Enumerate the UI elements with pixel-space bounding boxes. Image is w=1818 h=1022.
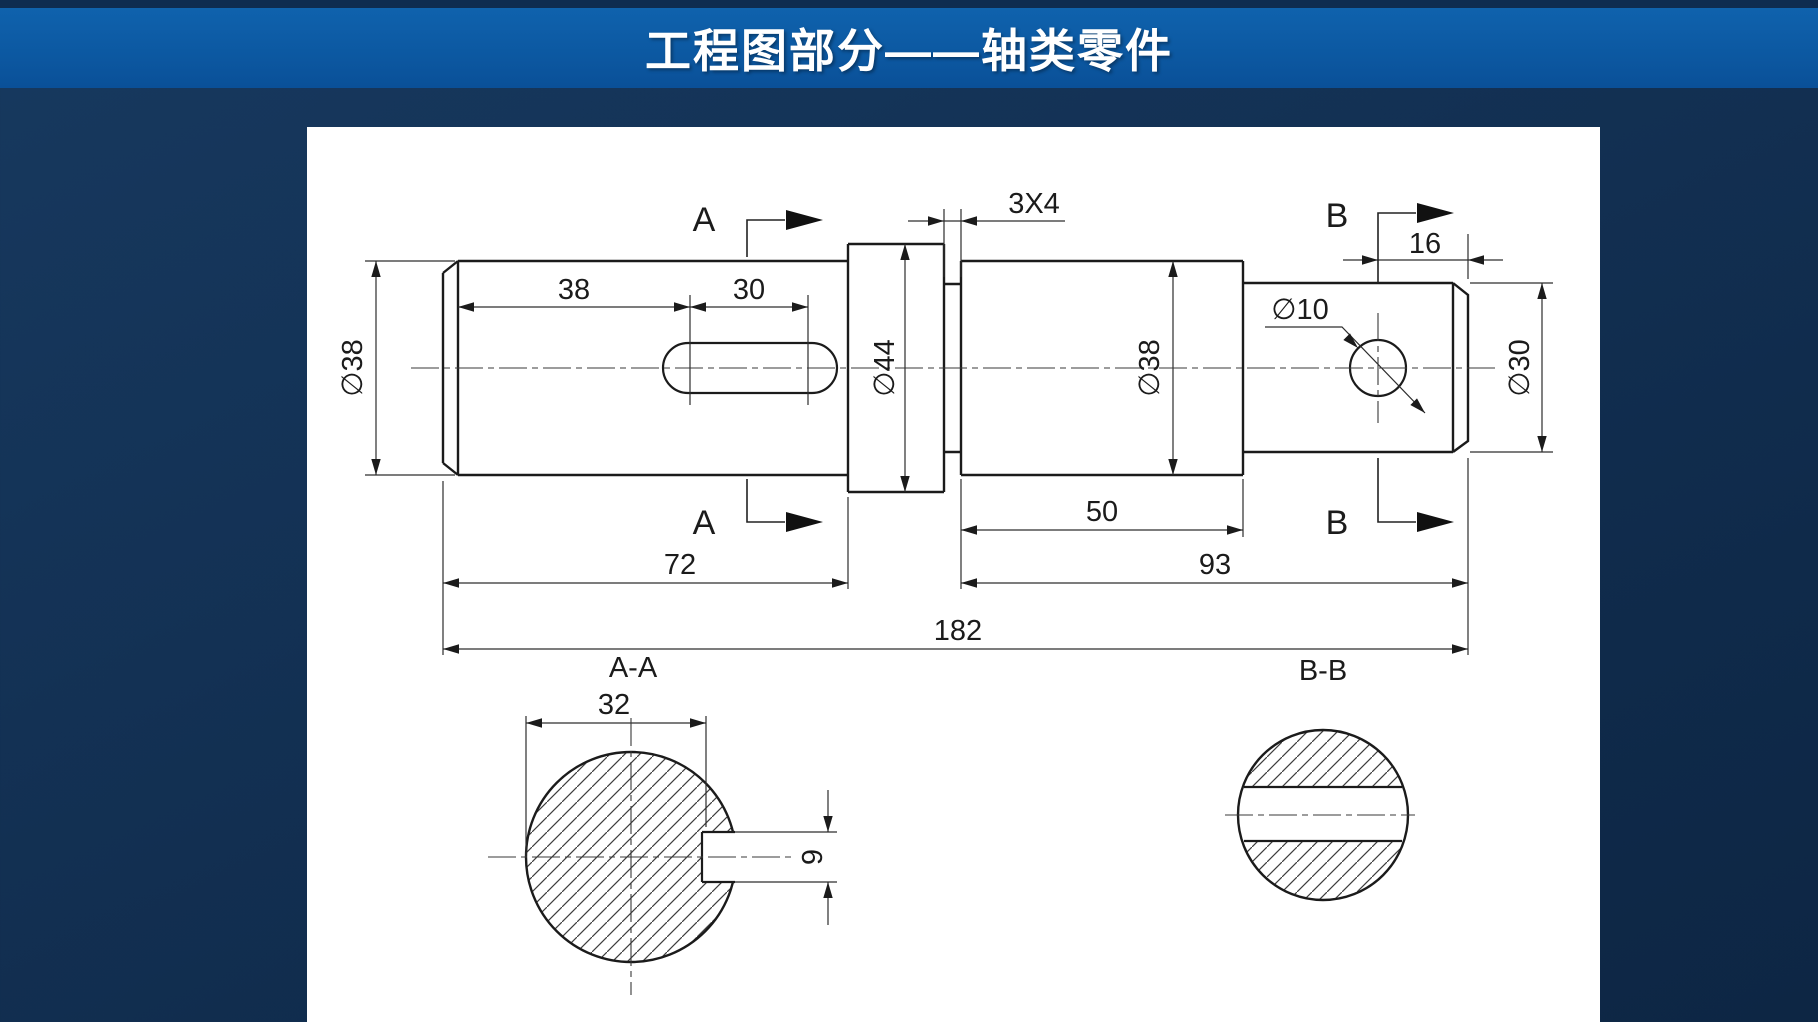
right-length-label: 93 — [1199, 549, 1231, 581]
shaft-collar — [846, 242, 946, 494]
shaft-groove — [944, 282, 961, 454]
bb-hole-band — [1237, 787, 1409, 841]
dia-mid-label: ∅38 — [1134, 339, 1166, 397]
section-aa-title: A-A — [609, 652, 658, 684]
section-a-bottom-letter: A — [693, 504, 716, 542]
drawing-panel: ∅38 38 30 ∅44 3X4 ∅38 ∅10 16 ∅30 50 72 9… — [307, 127, 1600, 1022]
dia-collar-label: ∅44 — [869, 339, 901, 397]
cut-line-a-top — [746, 219, 785, 257]
b-top-arrow — [1417, 203, 1454, 223]
section-b-top-letter: B — [1326, 197, 1349, 235]
cut-line-b-top — [1377, 212, 1416, 283]
hole-to-end-label: 16 — [1409, 228, 1441, 260]
title-bar: 工程图部分——轴类零件 — [0, 8, 1818, 88]
shaft-end-section — [1243, 281, 1470, 454]
section-b-bottom-letter: B — [1326, 504, 1349, 542]
bb-hole-edges — [1244, 785, 1402, 843]
total-length-label: 182 — [934, 615, 982, 647]
center-lines — [411, 313, 1497, 995]
cutting-plane-lines — [746, 212, 1416, 523]
dia-end-label: ∅30 — [1504, 339, 1536, 397]
dia-left-label: ∅38 — [337, 339, 369, 397]
aa-width-label: 32 — [598, 689, 630, 721]
shaft-engineering-drawing: ∅38 38 30 ∅44 3X4 ∅38 ∅10 16 ∅30 50 72 9… — [337, 188, 1553, 995]
b-bottom-arrow — [1417, 512, 1454, 532]
mid-length-label: 50 — [1086, 496, 1118, 528]
hole-dia-label: ∅10 — [1271, 294, 1329, 326]
keyway-length-label: 30 — [733, 274, 765, 306]
a-top-arrow — [786, 210, 823, 230]
aa-keyway-ext-lines — [735, 831, 837, 883]
section-labels: A A B B A-A B-B — [609, 197, 1349, 687]
slide-title: 工程图部分——轴类零件 — [645, 25, 1173, 77]
section-a-top-letter: A — [693, 201, 716, 239]
groove-label: 3X4 — [1008, 188, 1060, 220]
a-bottom-arrow — [786, 512, 823, 532]
aa-keyway-width-label: 9 — [797, 849, 829, 865]
cut-line-a-bottom — [746, 479, 785, 523]
dimension-labels: ∅38 38 30 ∅44 3X4 ∅38 ∅10 16 ∅30 50 72 9… — [337, 188, 1536, 865]
keyway-offset-label: 38 — [558, 274, 590, 306]
cut-line-b-bottom — [1377, 458, 1416, 523]
left-length-label: 72 — [664, 549, 696, 581]
top-stripe — [0, 0, 1818, 8]
section-bb-title: B-B — [1299, 655, 1347, 687]
keyway-slot — [661, 341, 839, 395]
